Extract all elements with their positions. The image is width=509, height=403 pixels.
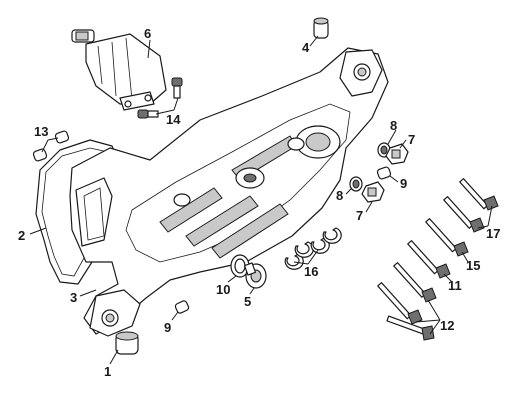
callout-11: 11 [448,278,462,293]
bolt-part-12b [377,282,423,325]
bolt-part-12a [393,262,437,303]
callout-3: 3 [70,290,77,305]
crankcase-part-3 [69,47,389,337]
callout-6: 6 [144,26,151,41]
pin-part-9-lower [174,300,190,314]
callout-16: 16 [304,264,318,279]
starter-motor-part-6 [71,29,167,111]
pin-part-9-upper [376,166,392,180]
callout-8-upper: 8 [390,118,397,133]
plug-part-7-lower [361,181,385,203]
dowel-pins-part-13 [32,130,70,162]
drain-plug-part-5 [243,262,267,289]
bolt-part-12c [386,315,435,341]
callout-12: 12 [440,318,454,333]
bolt-part-11 [407,240,451,279]
callout-15: 15 [466,258,480,273]
callout-1: 1 [104,364,111,379]
callout-7-upper: 7 [408,132,415,147]
bolts-group [377,178,499,341]
callout-2: 2 [18,228,25,243]
callout-9-upper: 9 [400,176,407,191]
callout-9-lower: 9 [164,320,171,335]
callout-14: 14 [166,112,181,127]
callout-4: 4 [302,40,310,55]
washer-part-8-lower [349,176,363,192]
callout-17: 17 [486,226,500,241]
callout-8-lower: 8 [336,188,343,203]
dowel-part-4 [313,17,329,39]
circlips-part-16 [284,227,342,270]
callout-13: 13 [34,124,48,139]
bolt-part-17a [459,178,499,211]
callout-labels: 1 2 3 4 5 6 7 7 8 8 9 9 10 11 12 13 14 1… [18,26,500,379]
bolt-part-17b [443,196,485,233]
callout-5: 5 [244,294,251,309]
leader-lines [29,35,493,365]
callout-7-lower: 7 [356,208,363,223]
bushing-part-1 [115,331,139,355]
callout-10: 10 [216,282,230,297]
bolt-part-15 [425,218,469,257]
plug-part-7-upper [385,143,409,165]
